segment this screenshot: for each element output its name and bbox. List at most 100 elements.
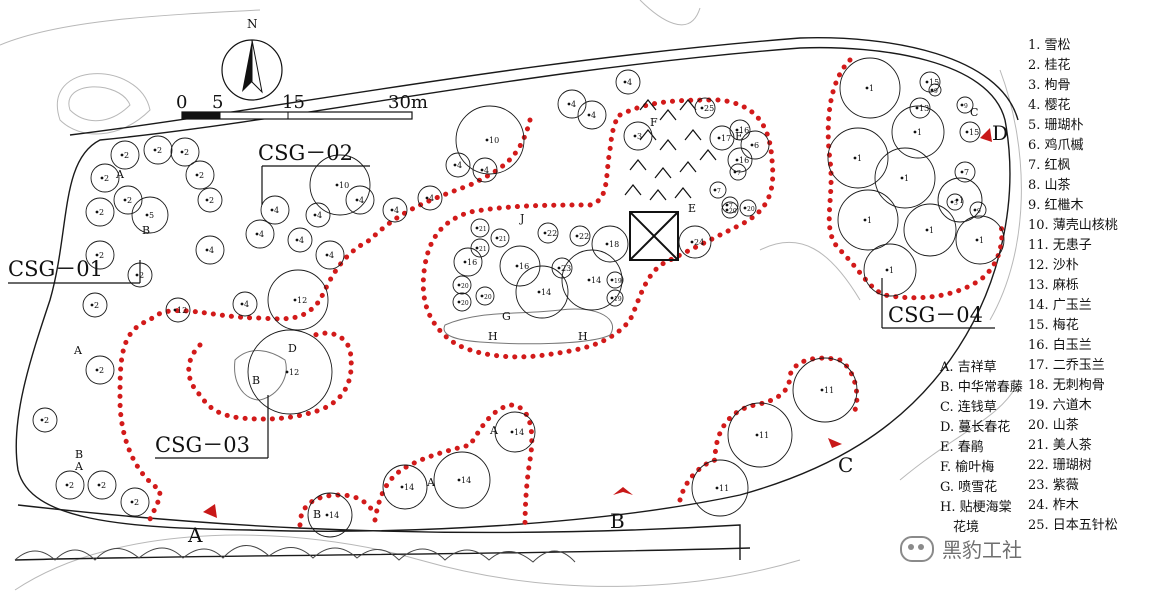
tree-trunk-dot <box>960 103 964 107</box>
tree-canopy <box>143 135 173 165</box>
tree-trunk-dot <box>713 188 717 192</box>
tree-canopy <box>691 459 749 517</box>
area-h-2: H <box>578 330 588 343</box>
tree-trunk-dot <box>390 208 394 212</box>
tree-number: 1 <box>979 236 984 245</box>
tree-symbol: 20 <box>475 286 495 306</box>
tree-symbol: 12 <box>165 297 191 323</box>
tree-legend-item: 2. 桂花 <box>1028 58 1071 73</box>
tree-number: 7 <box>729 203 733 210</box>
tree-number: 1 <box>929 226 934 235</box>
tree-number: 14 <box>591 276 601 285</box>
tree-canopy <box>345 185 375 215</box>
tree-number: 14 <box>461 476 471 485</box>
tree-trunk-dot <box>335 183 339 187</box>
tree-symbol: 1 <box>903 203 957 257</box>
tree-legend-item: 15. 梅花 <box>1028 318 1079 333</box>
tree-trunk-dot <box>457 300 461 304</box>
tree-symbol: 4 <box>305 202 331 228</box>
tree-symbol: 22 <box>569 225 591 247</box>
tree-legend-item: 21. 美人茶 <box>1028 438 1092 453</box>
tree-trunk-dot <box>605 242 609 246</box>
tree-canopy <box>470 238 490 258</box>
tree-trunk-dot <box>820 388 824 392</box>
tree-number: 2 <box>184 148 189 157</box>
tree-symbol: 21 <box>470 238 490 258</box>
tree-trunk-dot <box>123 198 127 202</box>
tree-symbol: 1 <box>827 127 889 189</box>
tree-number: 13 <box>919 104 929 113</box>
tree-canopy <box>260 195 290 225</box>
tree-symbol: 2 <box>87 470 117 500</box>
tree-number: 4 <box>329 251 334 260</box>
tree-number: 1 <box>959 196 964 205</box>
tree-canopy <box>909 97 931 119</box>
tree-number: 9 <box>934 88 938 95</box>
tree-canopy <box>113 185 143 215</box>
area-b-4: B <box>313 508 321 521</box>
tree-trunk-dot <box>313 213 317 217</box>
tree-canopy <box>729 163 747 181</box>
tree-number: 12 <box>289 368 299 377</box>
tree-symbol: 2 <box>85 197 115 227</box>
tree-number: 15 <box>969 128 979 137</box>
tree-trunk-dot <box>457 283 461 287</box>
tree-trunk-dot <box>95 368 99 372</box>
tree-trunk-dot <box>510 430 514 434</box>
tree-trunk-dot <box>700 106 704 110</box>
tree-canopy <box>247 329 333 415</box>
tree-trunk-dot <box>255 232 259 236</box>
tree-canopy <box>561 249 623 311</box>
tree-trunk-dot <box>173 308 177 312</box>
tree-symbol: 11 <box>691 459 749 517</box>
tree-canopy <box>90 163 120 193</box>
bottom-shrub-outline <box>14 545 576 563</box>
tree-symbol: 1 <box>874 147 936 209</box>
tree-symbol: 2 <box>85 355 115 385</box>
tree-canopy <box>937 177 983 223</box>
tree-symbol: 22 <box>537 222 559 244</box>
shrub-legend-item: C. 连钱草 <box>940 400 997 415</box>
tree-number: 21 <box>479 226 487 233</box>
tree-trunk-dot <box>100 176 104 180</box>
tree-number: 17 <box>721 134 731 143</box>
tree-symbol: 2 <box>32 407 58 433</box>
tree-symbol: 4 <box>615 69 641 95</box>
tree-trunk-dot <box>633 134 637 138</box>
tree-symbol: 20 <box>452 275 472 295</box>
tree-number: 2 <box>127 196 132 205</box>
scale-tick-5: 5 <box>212 92 223 113</box>
tree-symbol: 2 <box>90 163 120 193</box>
tree-canopy <box>472 157 498 183</box>
tree-canopy <box>445 152 471 178</box>
tree-number: 18 <box>609 240 619 249</box>
tree-symbols: 1111111111010121211111114141414141424181… <box>32 57 1005 538</box>
tree-symbol: 10 <box>309 154 371 216</box>
tree-symbol: 3 <box>946 193 964 211</box>
tree-symbol: 23 <box>551 257 573 279</box>
tree-symbol: 9 <box>928 83 942 97</box>
tree-number: 20 <box>747 206 755 213</box>
tree-trunk-dot <box>425 196 429 200</box>
tree-trunk-dot <box>40 418 44 422</box>
tree-symbol: 4 <box>345 185 375 215</box>
area-e-2: E <box>688 202 696 215</box>
tree-symbol: 4 <box>382 197 408 223</box>
background-contours <box>0 0 1022 591</box>
tree-symbol: 16 <box>453 247 483 277</box>
tree-symbol: 9 <box>956 96 974 114</box>
tree-number: 7 <box>964 168 969 177</box>
scale-tick-15: 15 <box>282 92 305 113</box>
tree-symbol: 4 <box>195 235 225 265</box>
tree-trunk-dot <box>750 143 754 147</box>
tree-symbol: 19 <box>606 271 624 289</box>
view-point-d: D <box>992 121 1008 145</box>
tree-number: 21 <box>479 246 487 253</box>
tree-trunk-dot <box>885 268 889 272</box>
conifer-patch <box>624 99 717 201</box>
tree-canopy <box>740 130 770 160</box>
tree-trunk-dot <box>90 303 94 307</box>
tree-canopy <box>120 487 150 517</box>
shrub-legend-item: H. 贴梗海棠 <box>940 500 1012 515</box>
tree-symbol: 21 <box>490 228 510 248</box>
